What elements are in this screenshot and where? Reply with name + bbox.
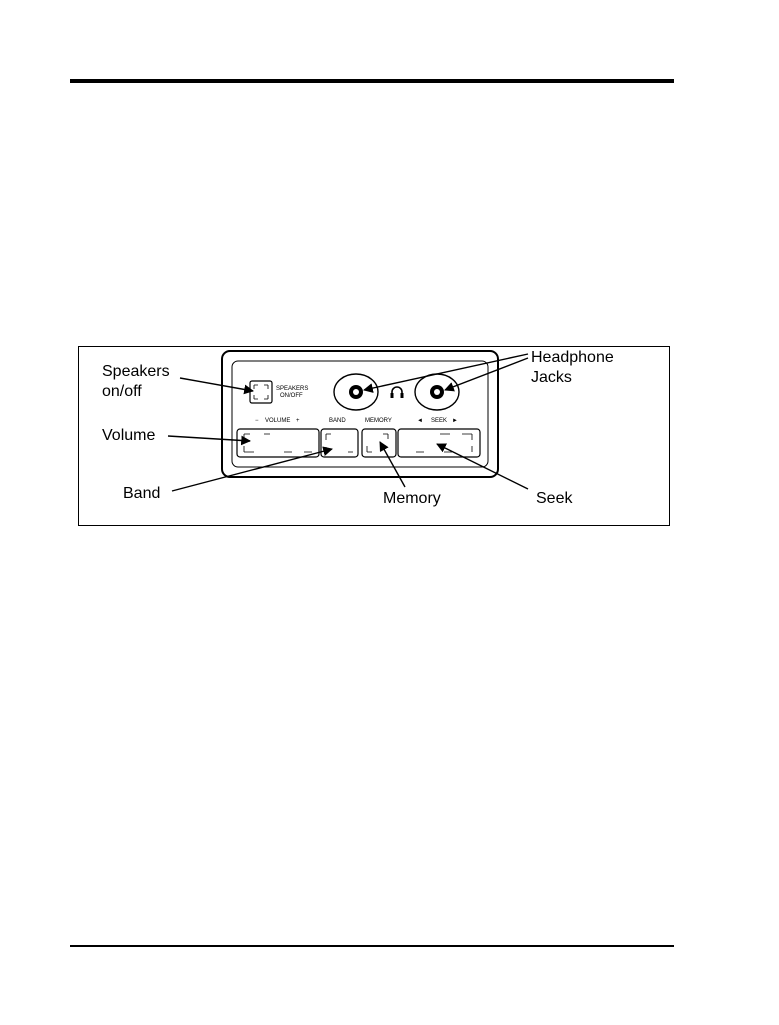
memory-callout: Memory: [383, 490, 441, 507]
seek-left-label: ◄: [417, 418, 423, 424]
speakers-panel-label: SPEAKERS: [276, 386, 308, 392]
band-callout: Band: [123, 485, 160, 502]
seek-callout: Seek: [536, 490, 573, 507]
speakers-on-off-button[interactable]: [250, 381, 272, 403]
seek-right-label: ►: [452, 418, 458, 424]
volume-button[interactable]: [237, 429, 319, 457]
speakers-callout-2: on/off: [102, 383, 142, 400]
seek-button[interactable]: [398, 429, 480, 457]
volume-plus-label: +: [296, 418, 300, 424]
volume-minus-label: −: [255, 418, 259, 424]
volume-callout: Volume: [102, 427, 155, 444]
speakers-panel-label-2: ON/OFF: [280, 393, 303, 399]
memory-panel-label: MEMORY: [365, 418, 392, 424]
seek-panel-label: SEEK: [431, 418, 447, 424]
headphone-callout: Headphone: [531, 349, 614, 366]
headphone-jack-right[interactable]: [415, 374, 459, 410]
band-panel-label: BAND: [329, 418, 346, 424]
volume-panel-label: VOLUME: [265, 418, 290, 424]
headphone-jack-left[interactable]: [334, 374, 378, 410]
memory-button[interactable]: [362, 429, 396, 457]
band-button[interactable]: [321, 429, 358, 457]
speakers-callout: Speakers: [102, 363, 170, 380]
headphone-callout-2: Jacks: [531, 369, 572, 386]
bottom-rule: [70, 945, 674, 947]
